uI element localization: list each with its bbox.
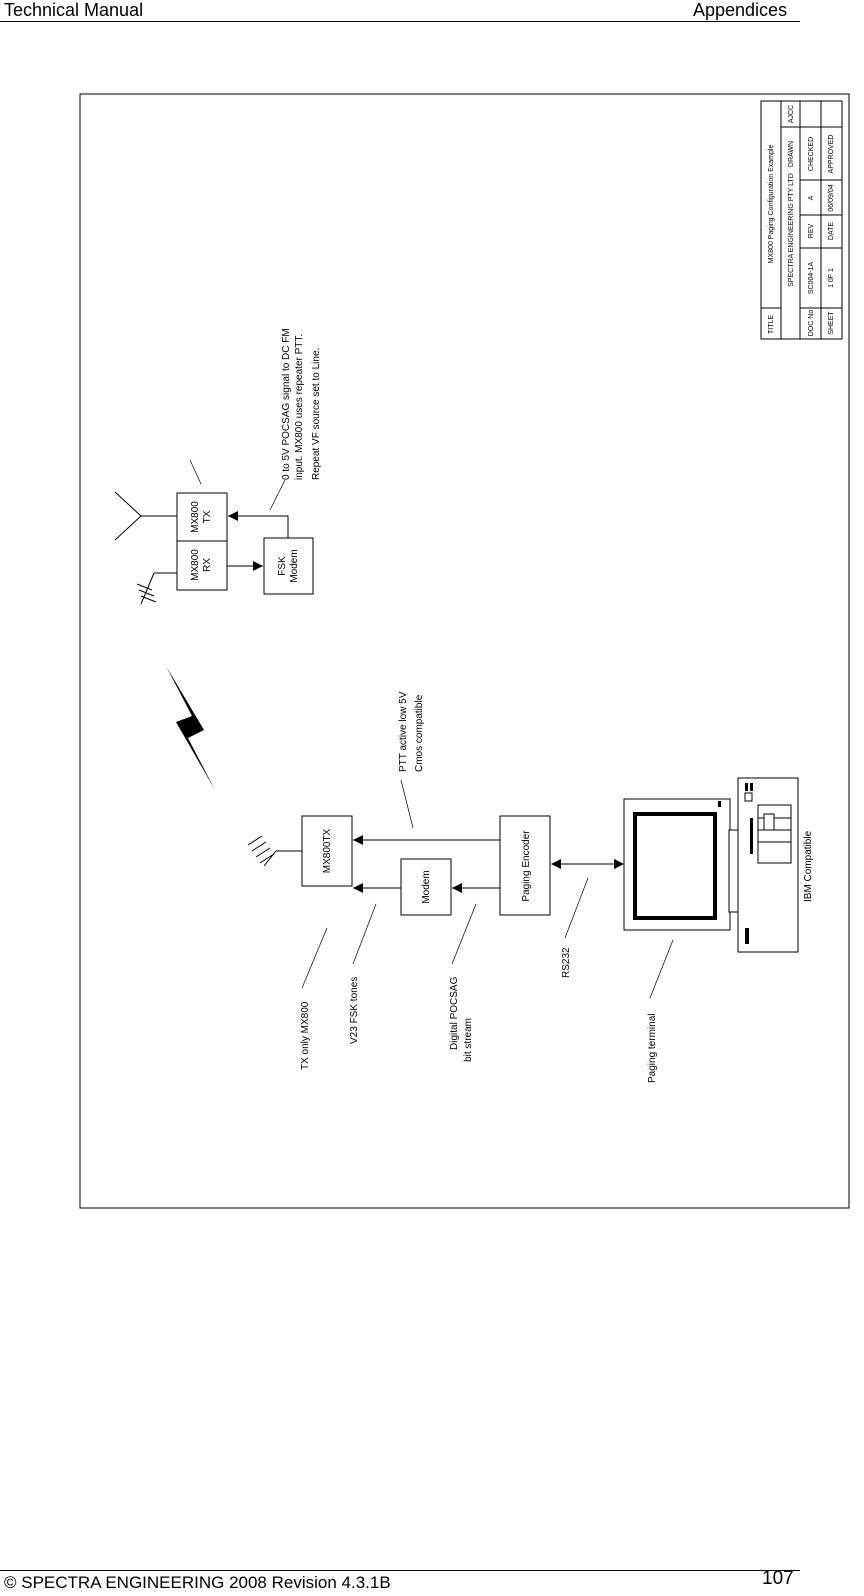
tb-rev-label: REV: [808, 223, 815, 238]
leader-digital: [451, 903, 477, 965]
tb-sheet-label: SHEET: [828, 311, 835, 335]
ibm-compatible-label: IBM Compatible: [803, 830, 814, 902]
pocsag-note-line-3: Repeat VF source set to Line.: [311, 348, 322, 480]
tb-date-label: DATE: [828, 222, 835, 240]
leader-pocsag: [269, 479, 286, 511]
leader-tx-only: [301, 927, 328, 989]
tx-only-label: TX only MX800: [300, 1001, 311, 1070]
tx-antenna-icon: [114, 491, 177, 541]
mx800-tx-box: [176, 492, 228, 542]
leader-v23: [352, 903, 377, 965]
rs232-label: RS232: [561, 947, 572, 978]
mx800-rx-box: [176, 540, 228, 591]
mx800tx-label: MX800TX: [322, 828, 333, 873]
tb-doc-value: SC004-1A: [808, 262, 815, 295]
modem-box: [400, 858, 452, 916]
fsk-modem-label-2: Modem: [289, 549, 300, 582]
fsk-to-tx-arrow: [228, 511, 289, 538]
v23-label: V23 FSK tones: [349, 977, 360, 1044]
tb-drawn-label: DRAWN: [788, 141, 795, 167]
modem-label: Modem: [421, 870, 432, 903]
mx800-rx-label-2: RX: [202, 558, 213, 572]
tb-title-value: MX800 Paging Configuration Example: [768, 145, 775, 264]
header-right: Appendices: [693, 0, 788, 20]
ptt-label-2: Cmos compatible: [414, 694, 425, 772]
pocsag-note-line-2: input. MX800 uses repeater PTT.: [294, 334, 305, 480]
tb-company: SPECTRA ENGINEERING PTY LTD: [788, 173, 795, 287]
fsk-modem-label-1: FSK: [277, 556, 288, 576]
computer-monitor-icon: [623, 798, 739, 931]
leader-tx: [189, 459, 202, 485]
rs232-link: [551, 859, 624, 869]
tb-rev-value: A: [808, 195, 815, 200]
digital-pocsag-label: Digital POCSAG: [449, 976, 460, 1050]
mx800tx-box: [301, 815, 353, 887]
footer-rule: [0, 1570, 800, 1571]
tb-date-value: 06/09/04: [828, 184, 835, 211]
mx800tx-antenna-icon: [247, 835, 302, 867]
computer-base-icon: [737, 777, 799, 953]
fsk-modem-box: [263, 537, 314, 595]
tb-drawn-value: AJCC: [788, 105, 795, 123]
bit-stream-label: bit stream: [463, 1018, 474, 1062]
mx800-tx-label-2: TX: [202, 510, 213, 523]
paging-terminal-label: Paging terminal: [647, 1014, 658, 1083]
tb-doc-label: DOC No: [808, 310, 815, 337]
leader-paging-terminal: [649, 939, 674, 999]
header-rule: [0, 21, 800, 22]
leader-ptt: [400, 779, 414, 829]
pocsag-note-line-1: 0 to 5V POCSAG signal to DC FM: [281, 328, 292, 480]
paging-encoder-box: [499, 815, 551, 916]
tb-title-label: TITLE: [768, 315, 775, 334]
tb-approved-label: APPROVED: [828, 135, 835, 174]
lightning-bolt-icon: [166, 666, 215, 790]
tb-sheet-value: 1 0F 1: [828, 268, 835, 288]
diagram-border: [79, 93, 850, 1209]
leader-rs232: [564, 877, 589, 939]
mx800-tx-label-1: MX800: [190, 501, 201, 533]
title-block: [760, 100, 843, 340]
header-left: Technical Manual: [4, 0, 144, 20]
rx-antenna-icon: [136, 572, 177, 605]
page-number: 107: [762, 1568, 794, 1589]
ptt-label-1: PTT active low 5V: [398, 691, 409, 772]
mx800-rx-label-1: MX800: [190, 549, 201, 581]
footer-copyright: © SPECTRA ENGINEERING 2008 Revision 4.3.…: [4, 1573, 391, 1592]
paging-encoder-label: Paging Encoder: [521, 830, 532, 902]
